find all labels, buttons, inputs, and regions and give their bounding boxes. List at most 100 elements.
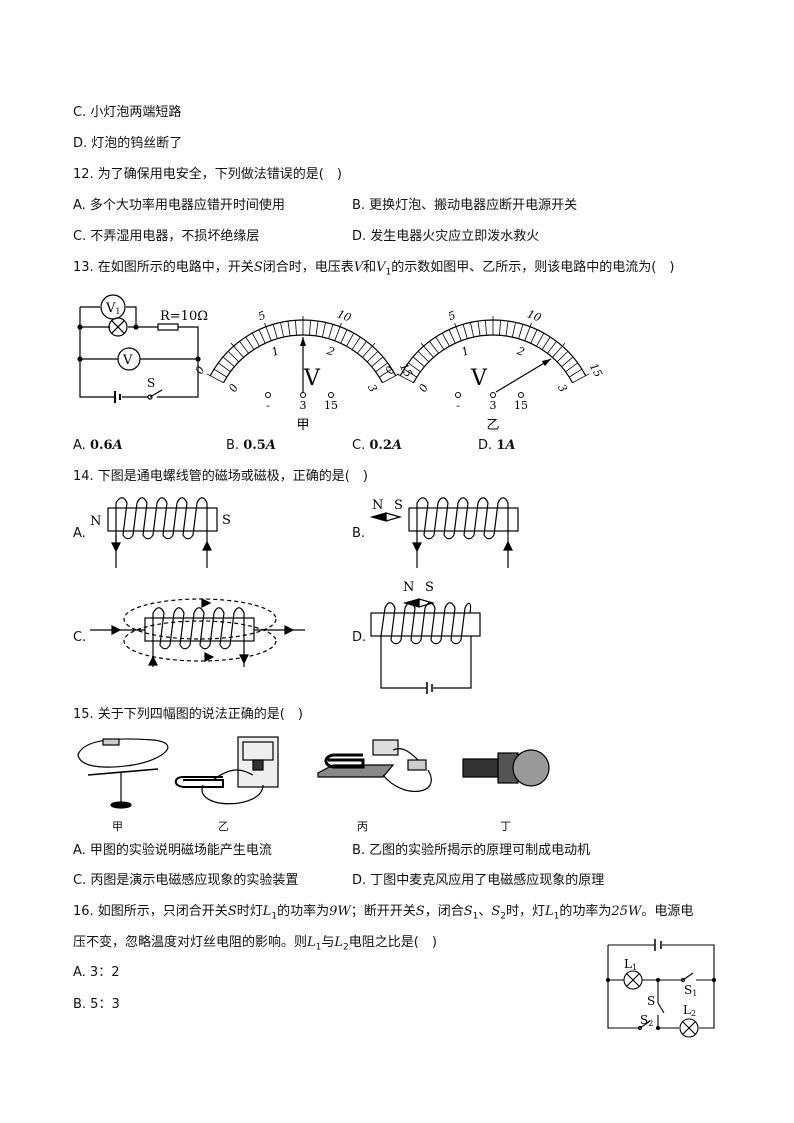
svg-text:L1: L1	[624, 957, 637, 972]
q14-label-c: C.	[73, 630, 87, 645]
meter-outer-label: 10	[335, 307, 353, 324]
meter-tick	[334, 322, 342, 341]
meter-tick	[441, 332, 450, 347]
solenoid-c	[90, 598, 305, 667]
figure-ding-microphone	[462, 749, 550, 787]
meter-terminal-label: -	[266, 399, 270, 412]
meter-terminal	[490, 392, 496, 398]
meter-tick	[351, 336, 361, 350]
q13-circuit-diagram: V1 V R=10Ω S	[77, 294, 208, 403]
meter-tick	[287, 321, 291, 336]
meter-terminal	[518, 392, 524, 398]
meter-tick	[454, 322, 462, 341]
meter-tick	[251, 332, 260, 347]
q16-circuit-diagram: L1 S1 S S2 L2	[605, 939, 717, 1038]
solenoid-b: N S	[369, 497, 519, 568]
meter-tick	[309, 320, 311, 336]
q15-stem: 15. 关于下列四幅图的说法正确的是( )	[73, 707, 303, 722]
meter-tick	[340, 329, 348, 344]
meter-tick	[552, 342, 566, 358]
meter-tick	[258, 329, 266, 344]
meter-tick	[556, 351, 569, 363]
meter-terminal	[300, 392, 306, 398]
q12-option-c: C. 不弄湿用电器，不损坏绝缘层	[73, 229, 260, 244]
q16-option-a: A. 3：2	[73, 965, 120, 980]
q15-caption-yi: 乙	[218, 820, 229, 833]
meter-tick	[408, 362, 421, 373]
meter-terminal-label: 15	[514, 399, 528, 412]
svg-text:L2: L2	[683, 1003, 696, 1018]
meter-outer-label: 5	[256, 309, 267, 324]
meter-terminal	[265, 392, 271, 398]
q13-option-c: C. 0.2A	[352, 438, 403, 453]
meter-inner-label: 2	[514, 344, 526, 359]
meter-scale-inner-arc	[223, 334, 383, 384]
meter-tick	[511, 322, 516, 338]
meter-inner-label: 3	[365, 382, 380, 394]
svg-text:N: N	[372, 498, 383, 513]
meter-tick	[547, 341, 557, 354]
q13-option-b: B. 0.5A	[226, 438, 276, 453]
meter-tick	[536, 332, 545, 347]
meter-needle	[495, 358, 552, 393]
meter-tick	[569, 368, 583, 378]
solenoid-d: N S	[370, 580, 481, 694]
svg-text:N: N	[403, 580, 414, 595]
svg-text:V: V	[122, 353, 133, 368]
svg-text:S: S	[394, 498, 403, 513]
meter-unit-label: V	[470, 366, 488, 391]
meter-caption: 乙	[486, 418, 499, 433]
meter-tick	[218, 362, 231, 373]
meter-outer-label: 15	[587, 361, 605, 379]
meter-tick	[280, 322, 285, 338]
meter-tick	[382, 373, 400, 384]
meter-tick	[371, 356, 384, 367]
q16-option-b: B. 5：3	[73, 997, 120, 1012]
meter-tick	[222, 356, 235, 367]
q12-option-b: B. 更换灯泡、搬动电器应断开电源开关	[352, 198, 578, 213]
meter-terminal	[455, 392, 461, 398]
meter-tick	[561, 356, 574, 367]
q14-label-a: A.	[73, 526, 86, 541]
q15-option-a: A. 甲图的实验说明磁场能产生电流	[73, 843, 272, 858]
meter-tick	[375, 362, 388, 373]
meter-tick	[206, 373, 224, 384]
q14-label-b: B.	[352, 526, 366, 541]
meter-terminal-label: 15	[324, 399, 338, 412]
meter-tick	[435, 336, 445, 350]
solenoid-a: N S	[90, 497, 231, 568]
meter-tick	[321, 322, 326, 338]
meter-tick	[530, 329, 538, 344]
q15-caption-jia: 甲	[112, 820, 123, 833]
meter-tick	[357, 341, 367, 354]
svg-text:N: N	[90, 514, 101, 529]
meter-tick	[366, 351, 379, 363]
q12-option-a: A. 多个大功率用电器应错开时间使用	[73, 198, 285, 213]
meter-tick	[565, 362, 578, 373]
meter-unit-label: V	[303, 366, 321, 391]
q11-option-d: D. 灯泡的钨丝断了	[73, 136, 183, 151]
meter-inner-label: 1	[270, 344, 281, 359]
meter-outer-label: 10	[525, 307, 543, 324]
figure-bing-motor-setup	[317, 739, 432, 793]
meter-needle-arrow	[300, 337, 306, 346]
q16-stem-line1: 16. 如图所示，只闭合开关S时灯L1的功率为9W；断开开关S，闭合S1、S2时…	[73, 904, 694, 922]
meter-outer-label: 5	[446, 309, 457, 324]
meter-tick	[346, 332, 355, 347]
meter-tick	[295, 320, 297, 336]
meter-inner-label: 1	[460, 344, 471, 359]
meter-tick	[213, 368, 227, 378]
q15-option-d: D. 丁图中麦克风应用了电磁感应现象的原理	[352, 873, 605, 888]
svg-text:S1: S1	[684, 983, 697, 998]
q14-stem: 14. 下图是通电螺线管的磁场或磁极，正确的是( )	[73, 469, 368, 484]
meter-tick	[505, 321, 509, 336]
meter-tick	[315, 321, 319, 336]
meter-tick	[227, 351, 240, 363]
svg-text:S: S	[647, 994, 655, 1008]
q12-option-d: D. 发生电器火灾应立即泼水救火	[352, 229, 540, 244]
meter-tick	[470, 322, 475, 338]
q15-option-b: B. 乙图的实验所揭示的原理可制成电动机	[352, 843, 591, 858]
q15-option-c: C. 丙图是演示电磁感应现象的实验装置	[73, 873, 299, 888]
meter-tick	[524, 322, 532, 341]
